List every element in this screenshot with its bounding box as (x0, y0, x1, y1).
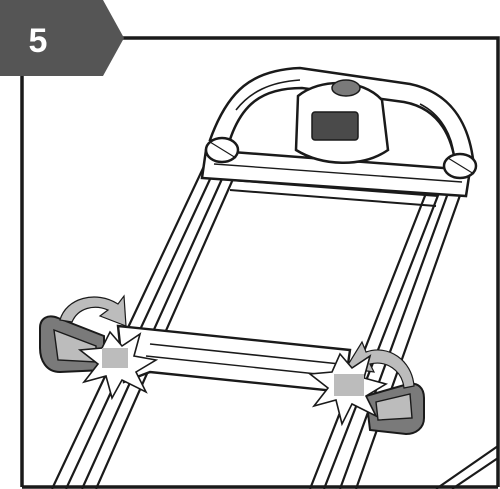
step-number: 5 (29, 22, 48, 60)
left-hook-clip (39, 315, 105, 374)
control-button (331, 79, 361, 97)
step-badge: 5 (0, 0, 124, 76)
starburst-icon (77, 330, 159, 401)
frame-border (20, 36, 500, 489)
corner-detail (435, 445, 499, 489)
starburst-icon (307, 352, 389, 427)
control-display (311, 111, 359, 141)
deck-panel-lines (229, 179, 439, 207)
lower-crossbar (116, 324, 352, 394)
handle-assembly (200, 66, 478, 198)
step-badge-shape (0, 0, 124, 76)
right-frame-tube (308, 177, 466, 489)
curved-arrow-icon (59, 294, 127, 327)
right-hook-clip (364, 382, 425, 436)
